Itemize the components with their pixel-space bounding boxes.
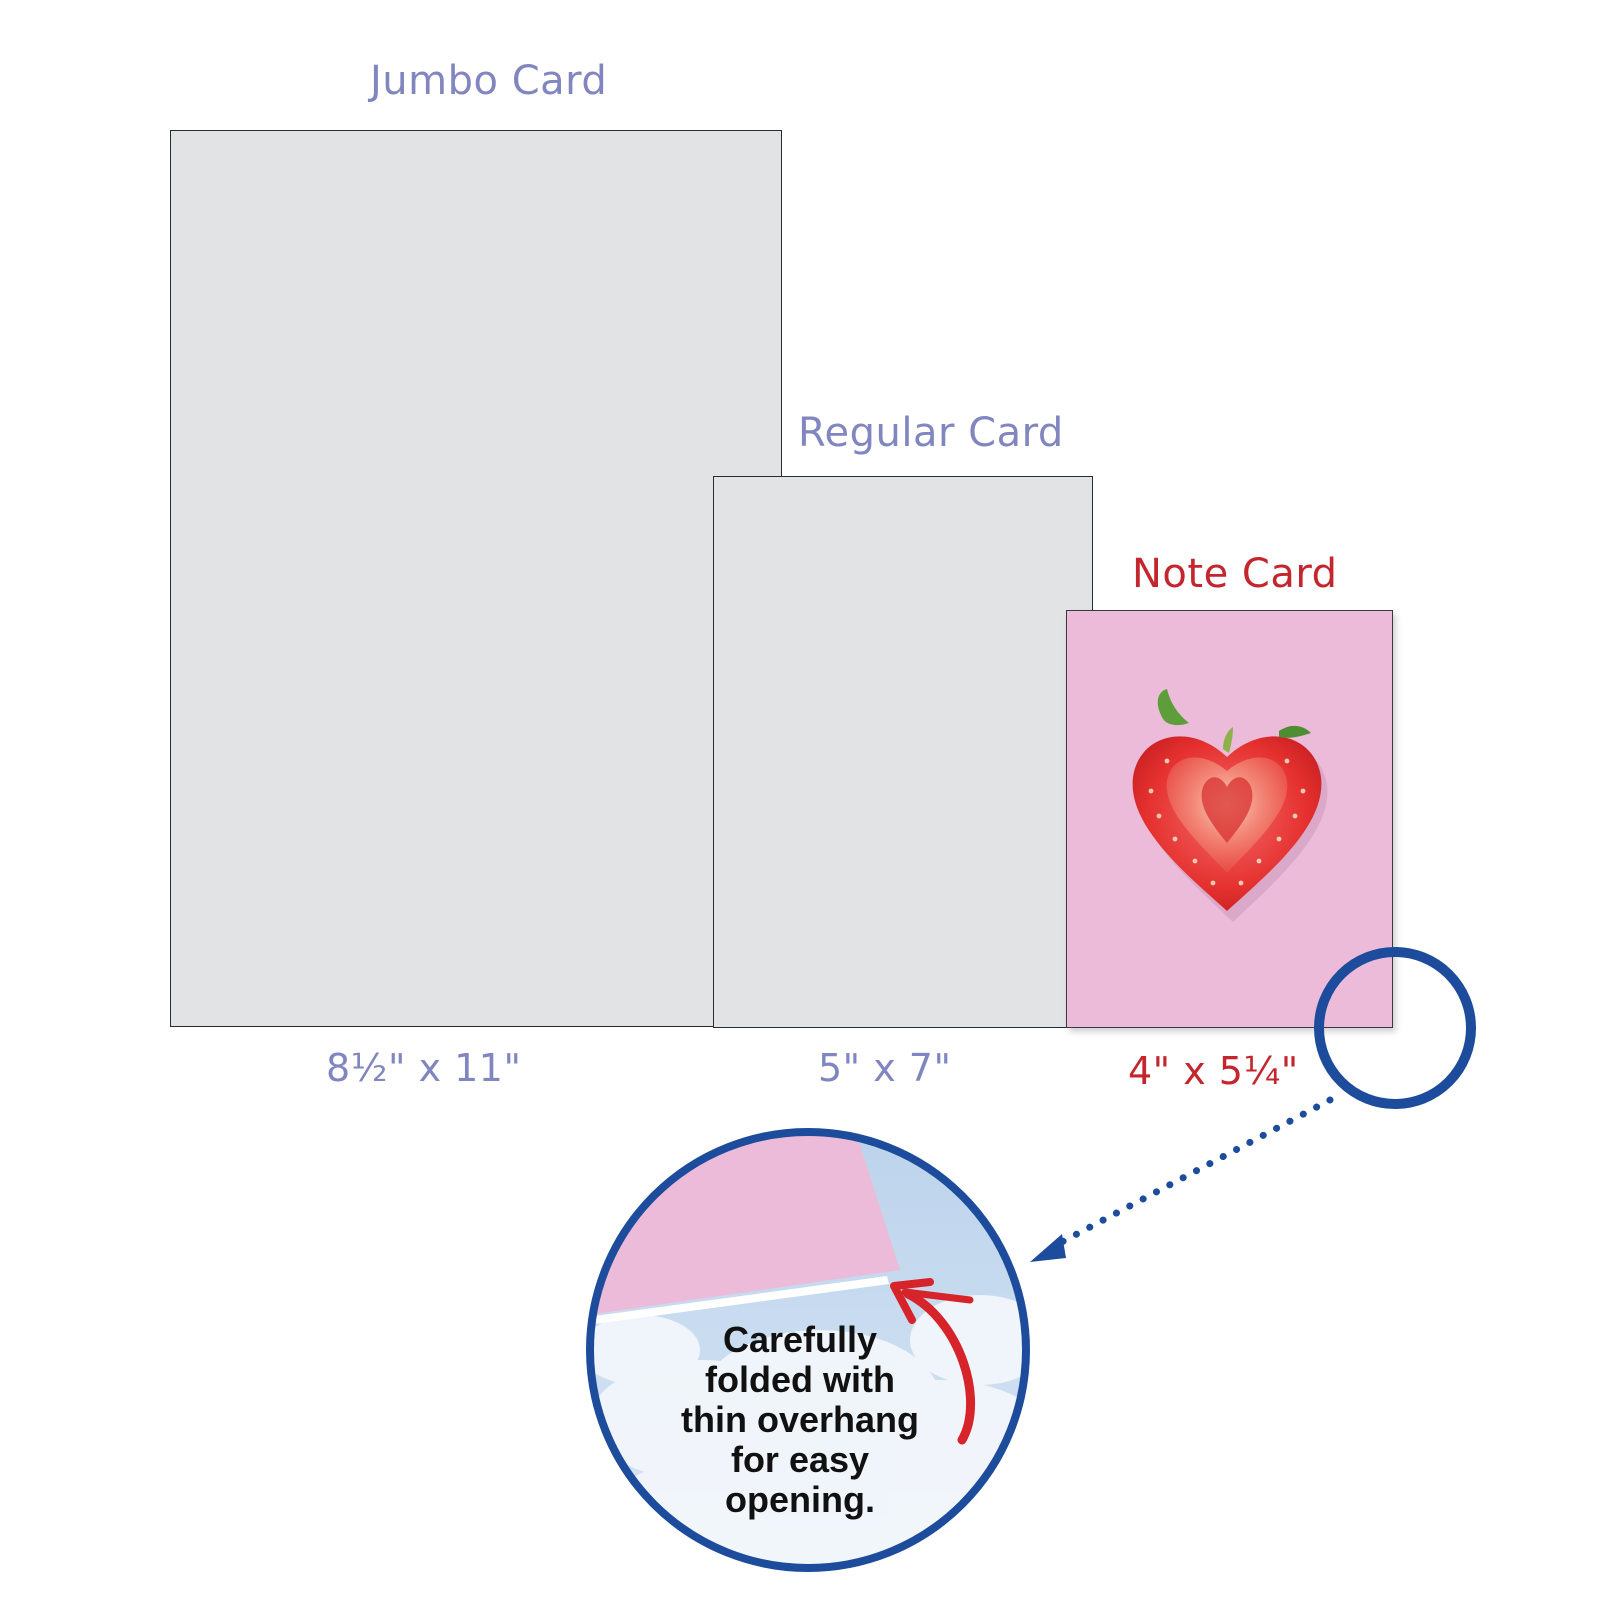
callout-line: thin overhang (680, 1399, 919, 1440)
dotted-leader (1054, 1096, 1334, 1248)
regular-card-title: Regular Card (798, 410, 1064, 456)
callout-line: folded with (705, 1359, 895, 1400)
note-card-title: Note Card (1132, 551, 1338, 597)
callout-line: for easy (730, 1439, 870, 1480)
callout-line: opening. (725, 1479, 875, 1520)
leader-arrowhead-icon (1030, 1234, 1066, 1262)
regular-card-size: 5" x 7" (818, 1046, 952, 1090)
strawberry-heart-icon (1132, 689, 1328, 922)
note-card-size: 4" x 5¼" (1128, 1049, 1299, 1093)
curved-arrow-icon (903, 1289, 975, 1445)
note-card (1066, 610, 1393, 1028)
callout-line: Carefully (722, 1319, 878, 1360)
callout-caption: Carefully folded with thin overhang for … (640, 1320, 960, 1520)
jumbo-card-title: Jumbo Card (370, 58, 608, 104)
magnified-detail (590, 1132, 1026, 1568)
regular-card (713, 476, 1093, 1028)
jumbo-card (170, 130, 782, 1027)
jumbo-card-size: 8½" x 11" (326, 1046, 522, 1090)
zoom-ring-icon (1314, 947, 1476, 1109)
